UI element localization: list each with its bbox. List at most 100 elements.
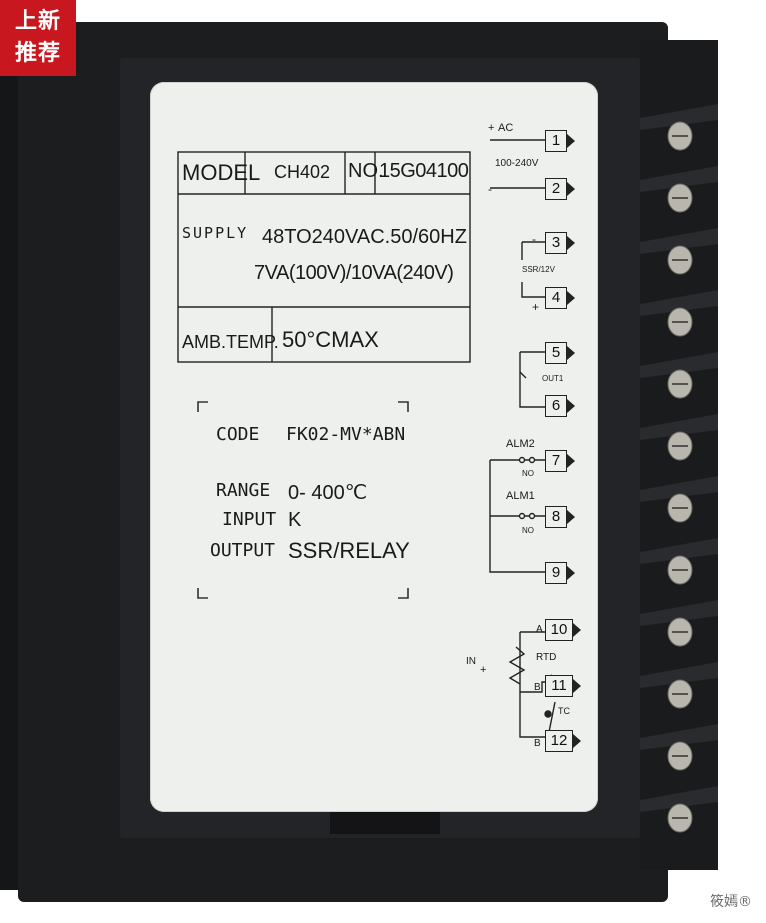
wire xyxy=(489,460,545,573)
terminal-arrow xyxy=(567,346,575,360)
terminal-6-box: 6 xyxy=(545,395,575,417)
terminal-fin xyxy=(640,476,718,502)
terminal-number: 5 xyxy=(551,344,561,361)
out1-label: OUT1 xyxy=(542,374,564,383)
terminal-number: 7 xyxy=(551,452,561,469)
terminal-fin xyxy=(640,414,718,440)
terminal-11-box: 11 xyxy=(545,675,581,697)
supply-line1: 48TO240VAC.50/60HZ xyxy=(262,226,467,248)
terminal-number: 6 xyxy=(551,397,561,414)
terminal-12-box: 12 xyxy=(545,730,581,752)
amb-temp-value: 50°CMAX xyxy=(282,327,379,352)
relay-contact xyxy=(528,456,536,464)
ac-minus: - xyxy=(488,182,492,196)
rtd-b-label: B xyxy=(534,682,541,693)
voltage-label: 100-240V xyxy=(495,158,539,169)
label-table-grid xyxy=(177,139,556,738)
input-key: INPUT xyxy=(222,509,277,530)
model-key: MODEL xyxy=(182,160,261,185)
input-value: K xyxy=(288,509,302,531)
tc-label: TC xyxy=(558,706,570,716)
terminal-1-box: 1 xyxy=(545,130,575,152)
output-value: SSR/RELAY xyxy=(288,538,410,563)
terminal-arrow xyxy=(567,134,575,148)
terminal-arrow xyxy=(567,566,575,580)
alm2-no: NO xyxy=(522,469,534,478)
alm1-label: ALM1 xyxy=(506,490,535,502)
terminal-number: 3 xyxy=(551,234,561,251)
terminal-number: 4 xyxy=(551,289,561,306)
in-label: IN xyxy=(466,656,476,667)
terminal-7-box: 7 xyxy=(545,450,575,472)
range-value: 0- 400℃ xyxy=(288,482,368,504)
relay-contact xyxy=(518,456,526,464)
range-key: RANGE xyxy=(216,480,271,501)
terminal-fin xyxy=(640,786,718,812)
wire xyxy=(521,282,545,298)
terminal-number: 11 xyxy=(551,677,567,694)
ssr-label: SSR/12V xyxy=(522,265,555,274)
terminal-fin xyxy=(640,166,718,192)
terminal-fin xyxy=(640,724,718,750)
terminal-fin xyxy=(640,104,718,130)
terminal-arrow xyxy=(573,623,581,637)
terminal-arrow xyxy=(567,454,575,468)
terminal-arrow xyxy=(567,182,575,196)
tc-junction xyxy=(544,710,552,718)
terminal-number: 9 xyxy=(551,564,561,581)
terminal-fin xyxy=(640,352,718,378)
terminal-arrow xyxy=(567,236,575,250)
terminal-fin xyxy=(640,600,718,626)
ssr-plus: + xyxy=(532,300,540,314)
relay-contact xyxy=(528,512,536,520)
rtd-a-label: A xyxy=(536,624,543,635)
terminal-5-box: 5 xyxy=(545,342,575,364)
code-value: FK02-MV*ABN xyxy=(286,424,406,445)
badge-line1: 上新 xyxy=(14,9,61,34)
watermark: 筱嫣® xyxy=(710,894,752,910)
in-plus: + xyxy=(480,664,487,676)
supply-line2: 7VA(100V)/10VA(240V) xyxy=(254,262,454,284)
spec-label: MODEL CH402 NO. 15G04100 SUPPLY 48TO240V… xyxy=(150,82,598,812)
wire xyxy=(520,681,545,693)
terminal-10-box: 10 xyxy=(545,619,581,641)
badge-line2: 推荐 xyxy=(14,41,61,66)
rtd-resistor xyxy=(508,646,526,685)
terminal-number: 12 xyxy=(550,732,568,749)
rtd-b2-label: B xyxy=(534,738,541,749)
rtd-label: RTD xyxy=(536,652,557,663)
alm2-label: ALM2 xyxy=(506,438,535,450)
amb-temp-key: AMB.TEMP. xyxy=(182,332,279,352)
ac-label: AC xyxy=(498,122,514,134)
output-key: OUTPUT xyxy=(210,540,276,561)
terminal-fin xyxy=(640,538,718,564)
wire xyxy=(519,352,545,408)
terminal-arrow xyxy=(567,510,575,524)
alm1-no: NO xyxy=(522,526,534,535)
terminal-fin xyxy=(640,228,718,254)
terminal-8-box: 8 xyxy=(545,506,575,528)
terminal-arrow xyxy=(573,679,581,693)
terminal-number: 8 xyxy=(551,508,561,525)
supply-key: SUPPLY xyxy=(182,224,249,242)
code-key: CODE xyxy=(216,424,260,445)
terminal-number: 1 xyxy=(551,132,561,149)
terminal-arrow xyxy=(573,734,581,748)
bottom-tab xyxy=(330,812,440,834)
wire xyxy=(519,632,545,738)
no-key: NO. xyxy=(348,160,384,182)
terminal-3-box: 3 xyxy=(545,232,575,254)
model-value: CH402 xyxy=(274,162,331,182)
wire xyxy=(519,371,527,379)
terminal-9-box: 9 xyxy=(545,562,575,584)
terminal-2-box: 2 xyxy=(545,178,575,200)
terminal-screws xyxy=(640,104,718,833)
terminal-4-box: 4 xyxy=(545,287,575,309)
terminal-fin xyxy=(640,290,718,316)
promo-badge: 上新 推荐 xyxy=(0,0,76,76)
no-value: 15G04100 xyxy=(379,160,469,182)
ssr-minus: - xyxy=(532,232,536,246)
terminal-arrow xyxy=(567,399,575,413)
ac-plus: + xyxy=(488,122,495,134)
terminal-arrow xyxy=(567,291,575,305)
